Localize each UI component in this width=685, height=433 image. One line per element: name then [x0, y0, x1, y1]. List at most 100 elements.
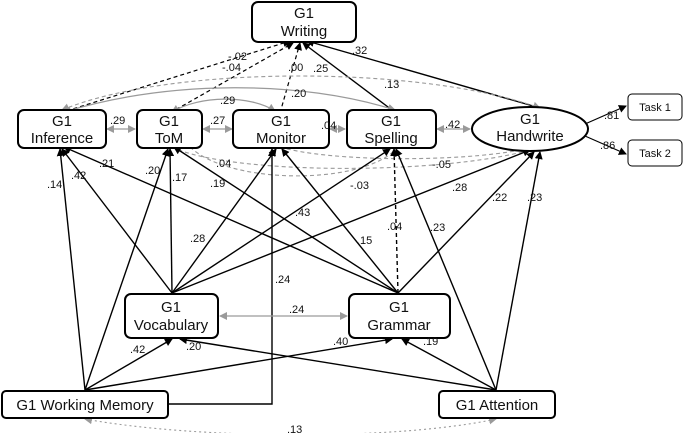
path-handwrite-task2	[584, 135, 627, 155]
coef-tom-mon: .27	[210, 115, 225, 127]
path-grammar-tom	[173, 146, 399, 294]
path-vocabulary-tom	[166, 148, 175, 294]
indicator-paths	[584, 105, 627, 155]
path-vocabulary-handwrite	[171, 148, 531, 294]
coef-att-spell: .23	[430, 222, 445, 234]
path-wm-monitor	[168, 148, 276, 405]
path-wm-inference	[56, 148, 86, 391]
path-grammar-spelling	[390, 148, 399, 294]
path-attention-grammar	[401, 338, 497, 391]
coef-gra-mon: .15	[357, 235, 372, 247]
corr-inference-handwrite-top	[61, 75, 541, 112]
coef-wm-mon: .24	[275, 274, 290, 286]
coef-att-hand: .23	[527, 192, 542, 204]
vocabulary-line1: G1	[161, 299, 181, 316]
corr-monitor-handwrite-bottom	[279, 146, 521, 160]
predictor-paths	[56, 146, 543, 405]
coef-wm-tom: .20	[145, 165, 160, 177]
coef-wm-inf: .14	[47, 179, 62, 191]
tom-line2: ToM	[155, 130, 183, 147]
node-task2: Task 2	[627, 139, 683, 167]
coef-spell-writing: .25	[313, 63, 328, 75]
coef-wm-gra: .40	[333, 336, 348, 348]
coef-tom-writing: -.04	[222, 62, 241, 74]
coef-voc-spell: .43	[295, 207, 310, 219]
path-wm-grammar	[84, 336, 393, 391]
path-grammar-monitor	[281, 148, 399, 294]
path-vocabulary-spelling	[171, 148, 391, 294]
coef-gra-hand: .22	[492, 192, 507, 204]
coef-att-voc: .20	[186, 341, 201, 353]
corr-tom-spelling	[171, 98, 276, 113]
path-wm-vocabulary	[84, 338, 173, 391]
paths-to-writing	[59, 39, 541, 114]
path-vocabulary-monitor	[171, 148, 277, 294]
node-attention: G1 Attention	[438, 390, 556, 419]
path-wm-tom	[84, 148, 170, 391]
path-inference-writing	[59, 39, 291, 114]
handwrite-line2: Handwrite	[496, 128, 564, 145]
coef-voc-gra: .24	[289, 304, 304, 316]
inference-line1: G1	[52, 113, 72, 130]
inference-line2: Inference	[31, 130, 94, 147]
tom-line1: G1	[159, 113, 179, 130]
writing-line2: Writing	[281, 23, 327, 40]
coef-inf-hand-top: .13	[384, 79, 399, 91]
coef-inf-tom: .29	[110, 115, 125, 127]
coef-voc-inf: .42	[71, 170, 86, 182]
path-attention-vocabulary	[179, 336, 497, 391]
path-grammar-inference	[63, 146, 399, 294]
coef-mon-writing: .00	[288, 62, 303, 74]
path-attention-spelling	[394, 148, 497, 391]
coef-voc-mon: .28	[190, 233, 205, 245]
coefficient-labels: -.02 -.04 .00 .25 .32 .13 .29 .20 .29 .2…	[47, 45, 619, 433]
coef-hand-task2: .86	[600, 140, 615, 152]
coef-mon-spell: .04	[321, 120, 336, 132]
coef-hand-task1: .81	[604, 110, 619, 122]
node-task1: Task 1	[627, 93, 683, 121]
node-working-memory: G1 Working Memory	[1, 390, 169, 419]
task2-label: Task 2	[639, 148, 671, 160]
writing-line1: G1	[294, 5, 314, 22]
top-correlations	[61, 75, 541, 177]
coef-mon-hand-b: -.05	[432, 159, 451, 171]
path-grammar-handwrite	[397, 151, 535, 294]
corr-wm-attention	[84, 416, 497, 433]
coef-gra-tom: .19	[210, 178, 225, 190]
monitor-line1: G1	[271, 113, 291, 130]
corr-tom-spelling-bottom	[189, 146, 396, 177]
handwrite-line1: G1	[520, 111, 540, 128]
grammar-line2: Grammar	[367, 317, 430, 334]
coef-inf-writing: -.02	[228, 51, 247, 63]
node-grammar: G1 Grammar	[348, 293, 451, 339]
corr-inference-spelling	[63, 87, 396, 114]
node-spelling: G1 Spelling	[346, 109, 437, 149]
coef-wm-voc: .42	[130, 344, 145, 356]
node-inference: G1 Inference	[17, 109, 107, 149]
node-vocabulary: G1 Vocabulary	[124, 293, 219, 339]
path-vocabulary-inference	[61, 148, 173, 294]
coef-spell-hand: .42	[445, 119, 460, 131]
coef-tom-spell: .20	[291, 88, 306, 100]
path-handwrite-task1	[584, 105, 627, 125]
coef-voc-hand: .28	[452, 182, 467, 194]
monitor-line2: Monitor	[256, 130, 306, 147]
corr-tom-handwrite-bottom	[171, 146, 531, 169]
grammar-line1: G1	[389, 299, 409, 316]
node-tom: G1 ToM	[136, 109, 203, 149]
spelling-line2: Spelling	[364, 130, 417, 147]
vocabulary-line2: Vocabulary	[134, 317, 209, 334]
working-memory-label: G1 Working Memory	[16, 397, 154, 414]
coef-tom-hand-b: .04	[216, 158, 231, 170]
coef-inf-spell: .29	[220, 95, 235, 107]
coef-tom-spell-b: -.03	[350, 180, 369, 192]
coef-gra-inf: .21	[99, 158, 114, 170]
coef-wm-att: .13	[287, 424, 302, 433]
path-attention-handwrite	[495, 151, 543, 391]
node-writing: G1 Writing	[251, 1, 357, 43]
attention-label: G1 Attention	[456, 397, 539, 414]
path-tom-writing	[169, 42, 294, 114]
coef-att-gra: .19	[423, 336, 438, 348]
coef-gra-spell: .04	[387, 221, 402, 233]
coef-hand-writing: .32	[352, 45, 367, 57]
